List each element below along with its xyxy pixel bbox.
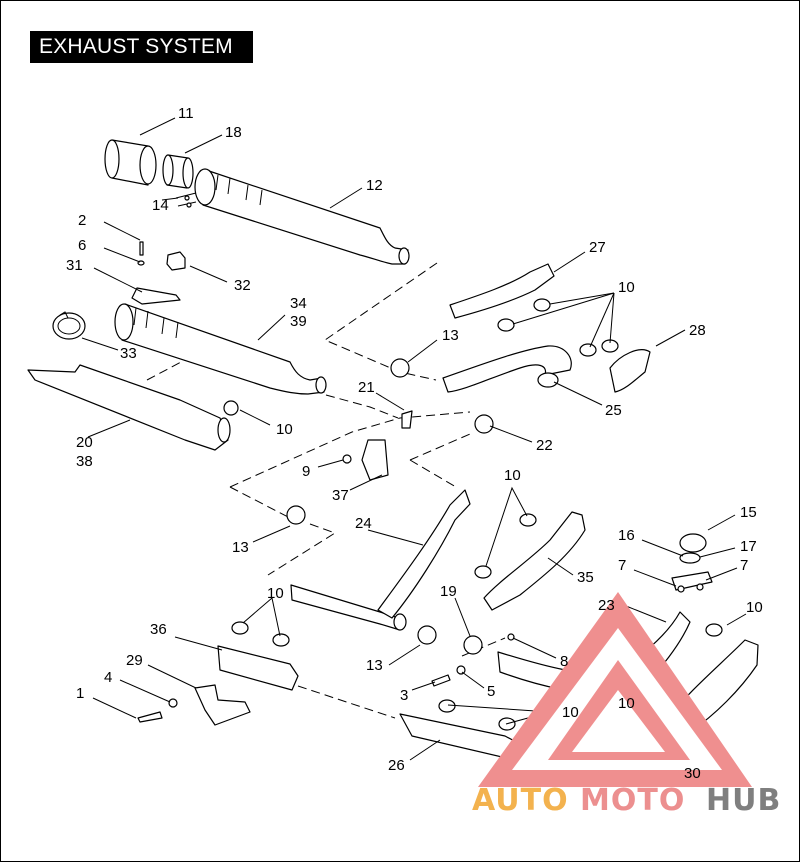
callout-24: 24 [355, 515, 372, 532]
callout-10b: 10 [276, 421, 293, 438]
callout-10e: 10 [746, 599, 763, 616]
callout-33: 33 [120, 345, 137, 362]
callout-6: 6 [78, 237, 86, 254]
callout-13c: 13 [366, 657, 383, 674]
callout-2: 2 [78, 212, 86, 229]
watermark-moto: MOTO [580, 783, 685, 818]
callout-13a: 13 [442, 327, 459, 344]
callout-26: 26 [388, 757, 405, 774]
callout-27: 27 [589, 239, 606, 256]
callout-labels: 11 18 12 14 2 6 31 32 27 10 34 39 33 13 … [66, 105, 763, 782]
callout-18: 18 [225, 124, 242, 141]
watermark-logo: AUTO MOTO HUB [472, 592, 781, 818]
callout-31: 31 [66, 257, 83, 274]
page-title: EXHAUST SYSTEM [30, 31, 253, 63]
callout-38: 38 [76, 453, 93, 470]
callout-8: 8 [560, 653, 568, 670]
callout-3: 3 [400, 687, 408, 704]
callout-35: 35 [577, 569, 594, 586]
upper-muffler [104, 139, 410, 265]
callout-23: 23 [598, 597, 615, 614]
callout-13b: 13 [232, 539, 249, 556]
callout-19: 19 [440, 583, 457, 600]
callout-4: 4 [104, 669, 112, 686]
callout-28: 28 [689, 322, 706, 339]
callout-10a: 10 [618, 279, 635, 296]
callout-29: 29 [126, 652, 143, 669]
callout-36: 36 [150, 621, 167, 638]
callout-10c: 10 [504, 467, 521, 484]
callout-1: 1 [76, 685, 84, 702]
callout-7b: 7 [740, 557, 748, 574]
callout-32: 32 [234, 277, 251, 294]
callout-7a: 7 [618, 557, 626, 574]
callout-14: 14 [152, 197, 169, 214]
callout-20: 20 [76, 434, 93, 451]
lower-muffler [52, 303, 327, 395]
callout-30: 30 [684, 765, 701, 782]
watermark-hub: HUB [706, 783, 781, 818]
callout-10d: 10 [267, 585, 284, 602]
callout-11: 11 [178, 105, 194, 122]
callout-15: 15 [740, 504, 757, 521]
callout-5: 5 [487, 683, 495, 700]
callout-10f: 10 [618, 695, 635, 712]
callout-34: 34 [290, 295, 307, 312]
leader-lines [81, 117, 747, 761]
callout-10g: 10 [562, 704, 579, 721]
callout-16: 16 [618, 527, 635, 544]
callout-21: 21 [358, 379, 375, 396]
callout-39: 39 [290, 313, 307, 330]
callout-25: 25 [605, 402, 622, 419]
muffler-heat-shield [27, 364, 239, 451]
callout-22: 22 [536, 437, 553, 454]
mount-hardware [131, 241, 186, 305]
callout-12: 12 [366, 177, 383, 194]
watermark-auto: AUTO [472, 783, 569, 818]
callout-37: 37 [332, 487, 349, 504]
callout-9: 9 [302, 463, 310, 480]
callout-17: 17 [740, 538, 757, 555]
